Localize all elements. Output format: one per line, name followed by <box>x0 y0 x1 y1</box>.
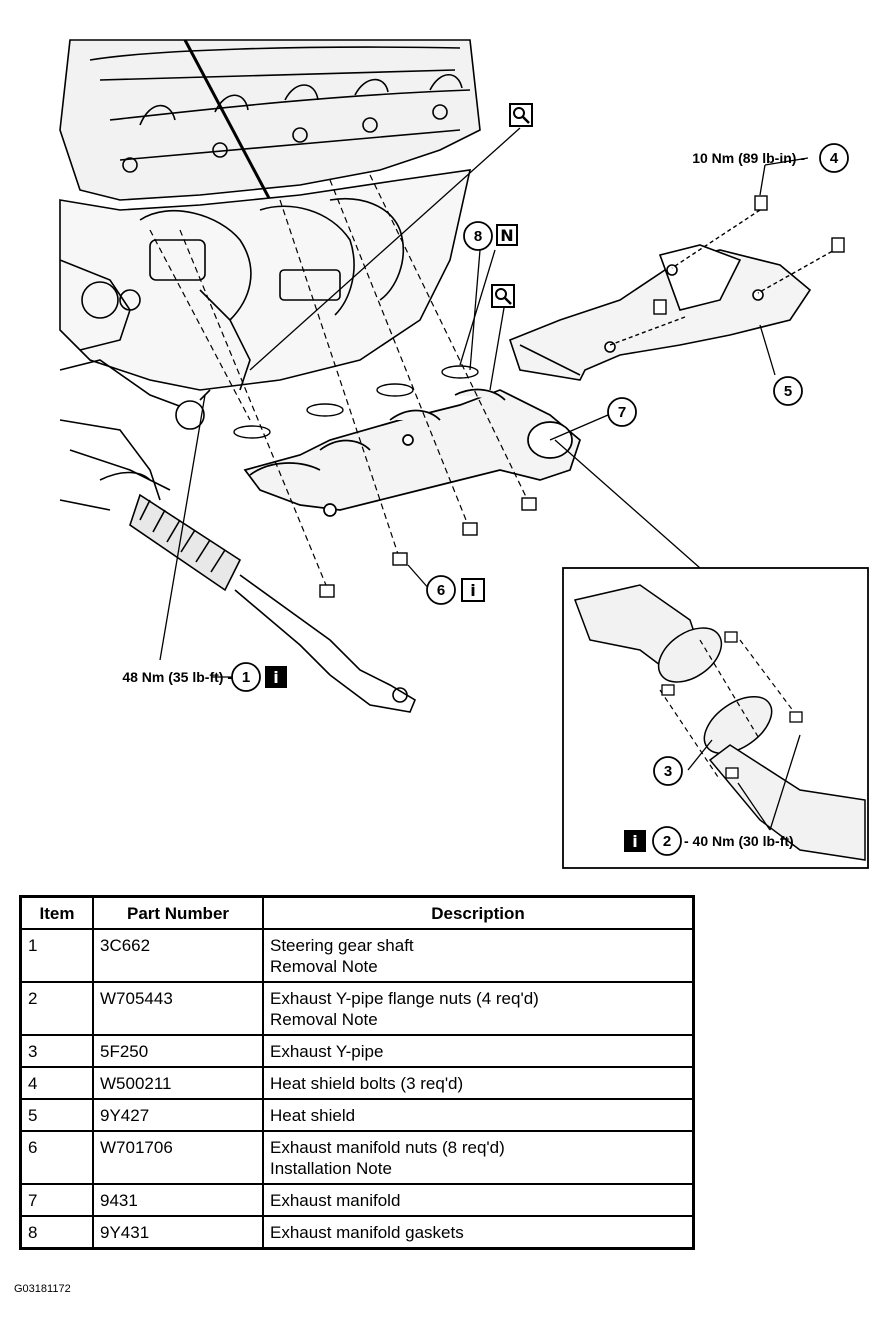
figure-id: G03181172 <box>14 1283 71 1295</box>
description-line: Heat shield <box>270 1106 356 1125</box>
part-number-cell: 9Y427 <box>92 1098 264 1132</box>
callout-2-number: 2 <box>663 833 671 850</box>
part-number-cell: W701706 <box>92 1130 264 1185</box>
item-cell: 1 <box>19 928 94 983</box>
item-cell: 6 <box>19 1130 94 1185</box>
table-row: 6 W701706 Exhaust manifold nuts (8 req'd… <box>19 1130 695 1185</box>
callout-4: 10 Nm (89 lb-in) - 4 <box>692 143 849 173</box>
table-header-row: Item Part Number Description <box>19 895 695 930</box>
svg-text:i: i <box>273 668 278 687</box>
y-pipe-inset <box>562 567 869 869</box>
item-cell: 5 <box>19 1098 94 1132</box>
description-line: Exhaust Y-pipe flange nuts (4 req'd) <box>270 989 539 1008</box>
callout-7: 7 <box>607 397 637 427</box>
description-cell: Exhaust manifold <box>262 1183 695 1217</box>
manifold-nuts <box>319 497 537 598</box>
callout-8-number: 8 <box>474 228 482 245</box>
item-cell: 4 <box>19 1066 94 1100</box>
leader-lines <box>159 127 809 678</box>
stud-lines <box>149 174 531 591</box>
description-line: Exhaust manifold <box>270 1191 401 1210</box>
callout-8-icon-label: N <box>500 226 513 245</box>
description-line: Exhaust Y-pipe <box>270 1042 384 1061</box>
table-row: 4 W500211 Heat shield bolts (3 req'd) <box>19 1066 695 1100</box>
callout-7-number: 7 <box>618 404 626 421</box>
callout-2: i 2 - 40 Nm (30 lb-ft) <box>624 826 794 856</box>
callout-4-spec: 10 Nm (89 lb-in) - <box>692 150 805 166</box>
steering-boot <box>129 493 242 592</box>
description-cell: Exhaust Y-pipe <box>262 1034 695 1068</box>
callout-2-spec: - 40 Nm (30 lb-ft) <box>684 833 794 849</box>
heat-shield-illustration <box>509 244 812 381</box>
description-note: Installation Note <box>270 1159 392 1178</box>
column-header-item: Item <box>19 895 94 930</box>
table-row: 3 5F250 Exhaust Y-pipe <box>19 1034 695 1068</box>
part-number-cell: 9Y431 <box>92 1215 264 1250</box>
column-header-description: Description <box>262 895 695 930</box>
description-line: Exhaust manifold nuts (8 req'd) <box>270 1138 505 1157</box>
item-cell: 7 <box>19 1183 94 1217</box>
description-cell: Exhaust manifold gaskets <box>262 1215 695 1250</box>
part-number-cell: W705443 <box>92 981 264 1036</box>
part-number-cell: 3C662 <box>92 928 264 983</box>
item-cell: 8 <box>19 1215 94 1250</box>
table-row: 5 9Y427 Heat shield <box>19 1098 695 1132</box>
item-cell: 3 <box>19 1034 94 1068</box>
part-number-cell: 5F250 <box>92 1034 264 1068</box>
manifold-gaskets <box>233 365 479 439</box>
callout-5-number: 5 <box>784 383 792 400</box>
table-row: 8 9Y431 Exhaust manifold gaskets <box>19 1215 695 1250</box>
table-row: 2 W705443 Exhaust Y-pipe flange nuts (4 … <box>19 981 695 1036</box>
magnifier-icon <box>491 284 515 308</box>
engine-block-illustration <box>59 39 481 713</box>
part-number-cell: W500211 <box>92 1066 264 1100</box>
callout-6: 6 i <box>426 575 485 605</box>
heat-shield-bolts <box>609 195 845 346</box>
exhaust-manifold-diagram: 10 Nm (89 lb-in) - 4 8 N 5 7 6 i 48 Nm (… <box>59 39 869 869</box>
callout-6-number: 6 <box>437 582 445 599</box>
description-cell: Exhaust Y-pipe flange nuts (4 req'd) Remo… <box>262 981 695 1036</box>
callout-3-number: 3 <box>664 763 672 780</box>
info-icon <box>461 578 485 602</box>
callout-1-number: 1 <box>242 669 250 686</box>
description-line: Heat shield bolts (3 req'd) <box>270 1074 464 1093</box>
callout-8: 8 N <box>463 221 518 251</box>
info-icon <box>624 830 646 852</box>
callout-4-number: 4 <box>830 150 839 167</box>
svg-text:i: i <box>632 832 637 851</box>
exhaust-manifold-illustration <box>243 388 581 517</box>
description-line: Exhaust manifold gaskets <box>270 1223 464 1242</box>
table-row: 7 9431 Exhaust manifold <box>19 1183 695 1217</box>
part-number-cell: 9431 <box>92 1183 264 1217</box>
description-note: Removal Note <box>270 1010 378 1029</box>
info-icon <box>265 666 287 688</box>
description-cell: Heat shield <box>262 1098 695 1132</box>
column-header-part-number: Part Number <box>92 895 264 930</box>
callout-3: 3 <box>653 756 683 786</box>
callout-1: 48 Nm (35 lb-ft) - 1 i <box>122 662 287 692</box>
item-cell: 2 <box>19 981 94 1036</box>
callout-1-spec: 48 Nm (35 lb-ft) - <box>122 669 232 685</box>
description-cell: Exhaust manifold nuts (8 req'd) Installat… <box>262 1130 695 1185</box>
new-part-icon <box>496 224 518 246</box>
parts-table: Item Part Number Description 1 3C662 Ste… <box>19 895 695 1250</box>
description-cell: Heat shield bolts (3 req'd) <box>262 1066 695 1100</box>
description-note: Removal Note <box>270 957 378 976</box>
svg-text:i: i <box>470 581 475 600</box>
callout-5: 5 <box>773 376 803 406</box>
description-line: Steering gear shaft <box>270 936 414 955</box>
magnifier-icon <box>509 103 533 127</box>
